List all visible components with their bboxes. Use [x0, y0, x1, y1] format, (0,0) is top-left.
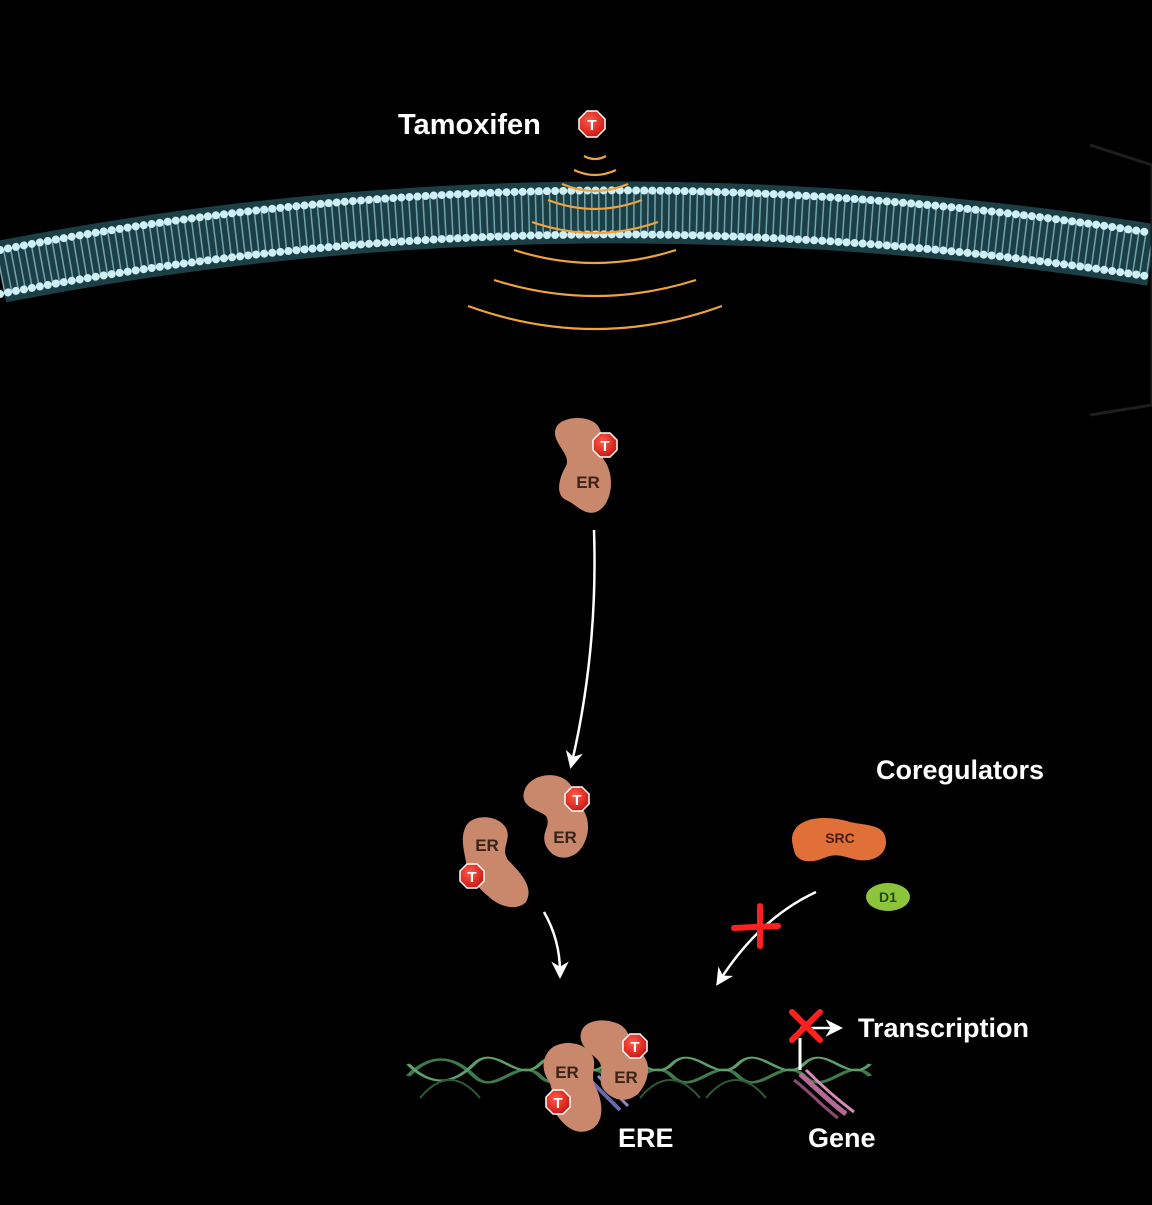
src-label: SRC: [825, 830, 855, 846]
er-label-cytoplasm: ER: [576, 473, 600, 492]
tamoxifen-badge-bound-left: T: [545, 1089, 571, 1115]
tamoxifen-badge-letter: T: [587, 117, 596, 134]
transcription-label: Transcription: [858, 1013, 1029, 1043]
coregulators-label: Coregulators: [876, 755, 1044, 785]
er-label-dimer-left: ER: [475, 836, 499, 855]
t-letter-3: T: [467, 869, 476, 886]
tamoxifen-badge-dimer-right: T: [564, 786, 590, 812]
t-letter-5: T: [553, 1095, 562, 1112]
tamoxifen-label: Tamoxifen: [398, 109, 541, 141]
blocked-recruitment-arrow: [716, 890, 817, 986]
tamoxifen-badge: T: [578, 110, 606, 138]
er-tamoxifen-complex-cytoplasm: ER T: [554, 417, 618, 513]
t-letter-2: T: [572, 792, 581, 809]
er-dimer-bound-dna: ER ER T T: [543, 1020, 649, 1132]
ere-label: ERE: [618, 1123, 674, 1153]
er-label-bound-right: ER: [614, 1068, 638, 1087]
er-label-bound-left: ER: [555, 1063, 579, 1082]
translocation-arrow: [565, 529, 596, 769]
dimer-to-dna-arrow: [542, 911, 569, 979]
t-letter-1: T: [600, 438, 609, 455]
gene-label: Gene: [808, 1123, 876, 1153]
er-label-dimer-right: ER: [553, 828, 577, 847]
d1-label: D1: [879, 889, 897, 905]
src-coregulator: SRC: [792, 818, 886, 862]
transcription-block-x: [789, 1009, 823, 1043]
signal-arcs: [467, 155, 723, 331]
tamoxifen-badge-cytoplasm: T: [592, 432, 618, 458]
er-tamoxifen-monomer-left: ER T: [459, 817, 529, 908]
tamoxifen-badge-bound-right: T: [622, 1033, 648, 1059]
d1-coregulator: D1: [866, 883, 910, 911]
t-letter-4: T: [630, 1039, 639, 1056]
recruitment-block-cross: [731, 903, 781, 949]
cell-membrane: [0, 143, 1152, 417]
tamoxifen-badge-dimer-left: T: [459, 863, 485, 889]
er-tamoxifen-monomer-right: ER T: [523, 775, 590, 858]
